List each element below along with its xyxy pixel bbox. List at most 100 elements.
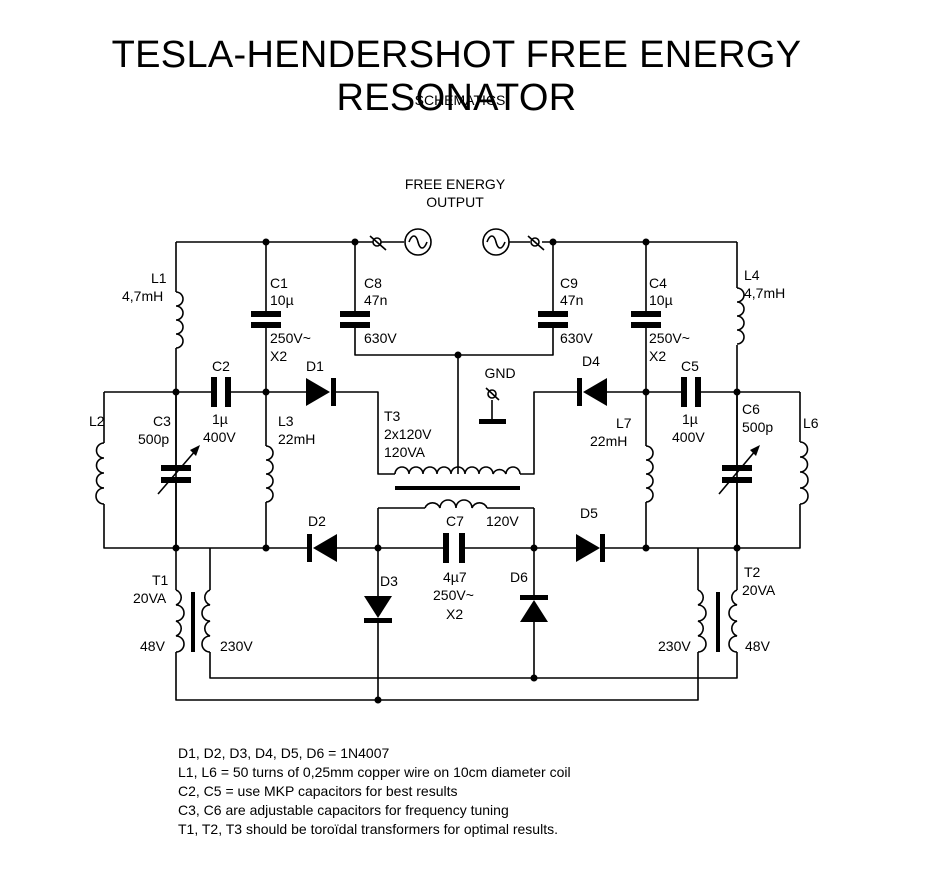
c7-rating: 250V~ [433,587,474,603]
l3-value: 22mH [278,431,315,447]
c6-value: 500p [742,419,773,435]
t1-primary: 48V [140,638,166,654]
l4-value: 4,7mH [744,285,785,301]
junctions [172,238,741,704]
c8-label: C8 [364,275,382,291]
capacitor-c1-icon [251,311,281,328]
transformer-t1-primary-icon [175,589,185,653]
c8-value: 47n [364,292,387,308]
d2-label: D2 [308,513,326,529]
ac-source-left-icon [404,228,432,256]
notes-list: D1, D2, D3, D4, D5, D6 = 1N4007 L1, L6 =… [178,744,571,839]
c7-label: C7 [446,513,464,529]
c3-value: 500p [138,431,169,447]
c6-arrow-head [750,445,760,456]
output-right-switch [527,235,545,251]
l1-label: L1 [151,270,167,286]
transformer-t3-primary-icon [394,466,521,475]
output-left-switch [369,235,387,251]
transformer-t1-secondary-icon [201,589,211,653]
c2-rating: 400V [203,429,236,445]
wire-t1-sec [209,548,534,679]
d1-label: D1 [306,358,324,374]
inductor-l3-icon [265,445,274,503]
ac-wave-right [486,235,506,249]
c1-value: 10µ [270,292,294,308]
t1-rating: 20VA [133,590,167,606]
note-item: L1, L6 = 50 turns of 0,25mm copper wire … [178,764,571,780]
c9-rating: 630V [560,330,593,346]
capacitor-c5-icon [681,377,701,407]
t2-primary: 48V [745,638,771,654]
capacitor-c8-icon [340,311,370,328]
c9-value: 47n [560,292,583,308]
capacitor-c7-icon [443,533,465,563]
diode-d5-icon [576,534,605,562]
gnd-icon [479,419,506,424]
inductor-l4-icon [736,287,745,345]
c9-label: C9 [560,275,578,291]
t1-label: T1 [152,572,169,588]
gnd-switch [485,387,500,401]
inductor-l7-icon [645,445,654,503]
c5-label: C5 [681,358,699,374]
c7-value: 4µ7 [443,569,467,585]
note-item: D1, D2, D3, D4, D5, D6 = 1N4007 [178,745,390,761]
t3-rating2: 120VA [384,444,426,460]
note-item: T1, T2, T3 should be toroïdal transforme… [178,821,558,837]
capacitor-c3-icon [161,465,191,483]
transformer-t2-primary-icon [728,589,738,653]
t1-secondary: 230V [220,638,253,654]
inductor-l1-icon [175,291,184,349]
l7-label: L7 [616,415,632,431]
c5-rating: 400V [672,429,705,445]
c4-value: 10µ [649,292,673,308]
diode-d3-icon [364,596,392,623]
transformer-t2-secondary-icon [697,589,707,653]
d4-label: D4 [582,353,600,369]
t2-label: T2 [744,564,761,580]
t3-secondary-value: 120V [486,513,519,529]
wire-l2 [103,392,176,549]
ac-wave-left [408,235,428,249]
note-item: C3, C6 are adjustable capacitors for fre… [178,802,509,818]
inductor-l2-icon [95,442,105,505]
diode-d4-icon [577,378,607,406]
diode-d1-icon [306,378,336,406]
transformer-t2-core [716,592,720,652]
diode-d6-icon [520,595,548,622]
gnd-label: GND [484,365,515,381]
wire-t1 [175,548,699,701]
l7-value: 22mH [590,433,627,449]
c6-adjust-arrow [718,449,757,495]
page-subtitle: SCHEMATICS [414,92,506,108]
wire-t2 [534,548,738,679]
d3-label: D3 [380,573,398,589]
c3-adjust-arrow [157,449,197,495]
capacitor-c4-icon [631,311,661,328]
l6-label: L6 [803,415,819,431]
diode-d2-icon [307,534,337,562]
d6-label: D6 [510,569,528,585]
page-title: TESLA-HENDERSHOT FREE ENERGY RESONATOR [111,34,802,119]
l4-label: L4 [744,267,760,283]
c1-label: C1 [270,275,288,291]
c3-arrow-head [190,445,200,456]
c4-extra: X2 [649,348,666,364]
output-label-line1: FREE ENERGY [405,176,506,192]
transformer-t3-core [395,486,520,490]
l1-value: 4,7mH [122,288,163,304]
wire-c8 [354,242,554,356]
c2-value: 1µ [212,411,228,427]
c6-label: C6 [742,401,760,417]
t3-label: T3 [384,408,401,424]
c3-label: C3 [153,413,171,429]
capacitor-c2-icon [211,377,231,407]
output-label-line2: OUTPUT [426,194,484,210]
c1-extra: X2 [270,348,287,364]
c2-label: C2 [212,358,230,374]
t2-rating: 20VA [742,582,776,598]
t2-secondary: 230V [658,638,691,654]
c4-rating: 250V~ [649,330,690,346]
